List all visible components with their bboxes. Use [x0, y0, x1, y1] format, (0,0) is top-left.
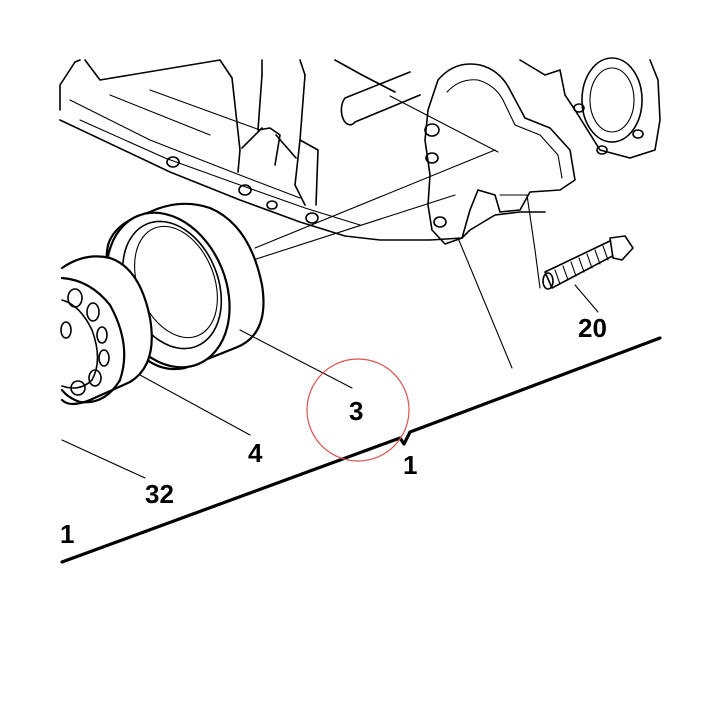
callout-1-left: 1 — [60, 519, 74, 549]
cover-bolt-hole — [425, 152, 439, 164]
leader-3 — [239, 329, 353, 389]
leader-20 — [574, 284, 599, 313]
rear-bolt-hole — [632, 129, 644, 139]
leader-32 — [61, 439, 146, 479]
highlight-circle — [306, 358, 410, 462]
callout-1-right: 1 — [403, 450, 417, 480]
housing-flange-lines — [69, 89, 361, 226]
cover-bolt-hole — [424, 123, 440, 137]
cover-plate-inner — [446, 79, 563, 179]
leader-4 — [139, 374, 251, 436]
callout-3: 3 — [349, 396, 363, 426]
leader-lines — [61, 284, 599, 479]
housing-outline — [59, 59, 546, 241]
flange-bolt-holes — [166, 156, 447, 228]
bearing-rollers — [60, 288, 110, 396]
housing-shaft — [340, 71, 421, 126]
rear-seal-inner — [589, 67, 635, 133]
housing-ribs — [231, 74, 319, 206]
engine-housing — [59, 57, 661, 245]
rear-housing — [519, 59, 661, 159]
rear-bolt-hole — [596, 145, 608, 155]
section-baseline — [60, 336, 662, 564]
rear-bolt-hole — [573, 103, 585, 113]
callout-32: 32 — [145, 479, 174, 509]
callout-20: 20 — [578, 313, 607, 343]
part-4-bearing — [60, 255, 153, 406]
callout-4: 4 — [248, 438, 263, 468]
housing-top-edge — [84, 59, 396, 93]
part-20-bolt — [542, 235, 634, 290]
cover-plate — [424, 63, 576, 245]
rear-seal-bore — [581, 57, 643, 143]
